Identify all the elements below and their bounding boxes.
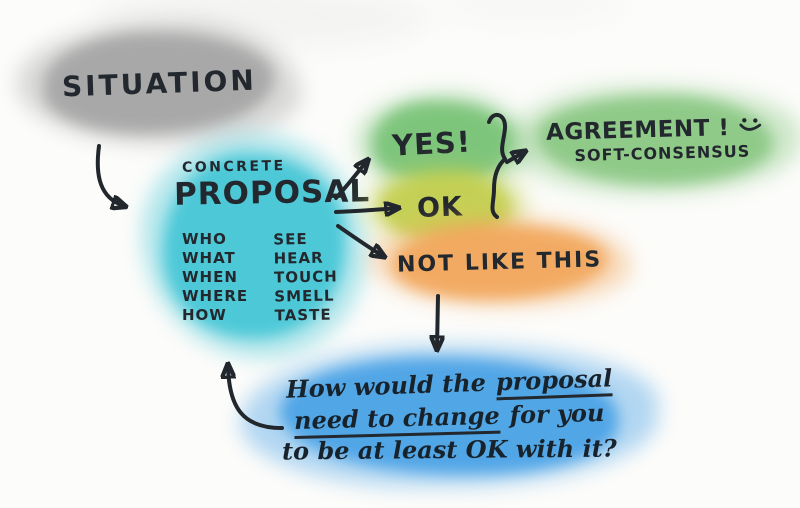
proposal-kicker: CONCRETE: [181, 158, 286, 176]
list-item: TASTE: [274, 305, 332, 325]
list-item: WHEN: [182, 268, 238, 286]
smiley-face-icon: [739, 117, 761, 131]
agreement-node: AGREEMENT ! SOFT-CONSENSUS: [509, 86, 800, 194]
proposal-questions-list: WHO WHAT WHEN WHERE HOW: [182, 230, 248, 325]
situation-node: SITUATION: [16, 21, 302, 145]
list-item: WHO: [182, 230, 227, 248]
yes-label: YES!: [391, 124, 472, 163]
list-item: WHERE: [182, 287, 249, 305]
question-line1-pre: How would the: [285, 367, 487, 404]
question-line2-post: for you: [509, 397, 605, 429]
list-item: SMELL: [274, 286, 335, 306]
proposal-node: CONCRETE PROPOSAL WHO WHAT WHEN WHERE HO…: [141, 133, 370, 359]
situation-label: SITUATION: [61, 63, 257, 103]
not-like-this-node: NOT LIKE THIS: [368, 216, 632, 308]
question-line3: to be at least OK with it?: [281, 433, 617, 465]
proposal-senses-list: SEE HEAR TOUCH SMELL TASTE: [273, 229, 338, 325]
list-item: SEE: [273, 229, 308, 249]
ok-label: OK: [416, 190, 463, 224]
list-item: HOW: [182, 306, 227, 324]
paper-wash: [430, 0, 630, 24]
list-item: HEAR: [273, 248, 324, 268]
agreement-label: AGREEMENT !: [545, 115, 730, 146]
question-line1-underlined: proposal: [495, 362, 613, 400]
list-item: TOUCH: [273, 267, 338, 287]
arrow-situation-to-proposal: [95, 144, 124, 206]
list-item: WHAT: [182, 249, 236, 267]
agreement-sublabel: SOFT-CONSENSUS: [574, 141, 751, 166]
not-like-this-label: NOT LIKE THIS: [397, 246, 603, 278]
proposal-title: PROPOSAL: [173, 173, 371, 213]
